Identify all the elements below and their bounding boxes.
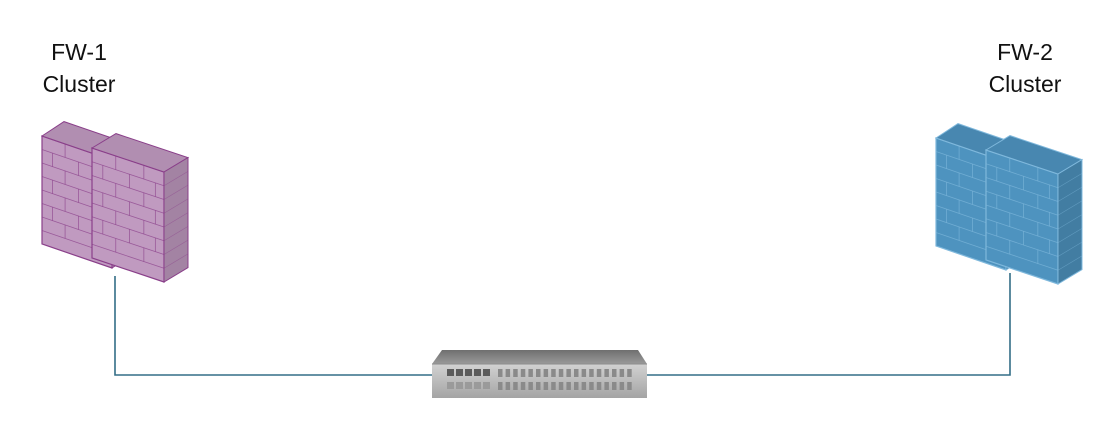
fw1-firewall-cluster-icon (40, 121, 190, 283)
firewall-front-icon (984, 135, 1084, 285)
link-switch-to-fw2 (647, 273, 1011, 376)
fw2-name: FW-2 (997, 39, 1053, 65)
fw1-cluster-label: FW-1 Cluster (9, 36, 149, 100)
fw2-cluster-text: Cluster (988, 71, 1062, 97)
fw2-cluster-label: FW-2 Cluster (955, 36, 1095, 100)
switch-ports (447, 369, 632, 390)
fw2-firewall-cluster-icon (934, 123, 1084, 285)
link-fw1-to-switch (114, 276, 432, 376)
fw1-cluster-text: Cluster (42, 71, 116, 97)
network-switch-icon (432, 350, 647, 398)
fw1-name: FW-1 (51, 39, 107, 65)
firewall-front-icon (90, 133, 190, 283)
